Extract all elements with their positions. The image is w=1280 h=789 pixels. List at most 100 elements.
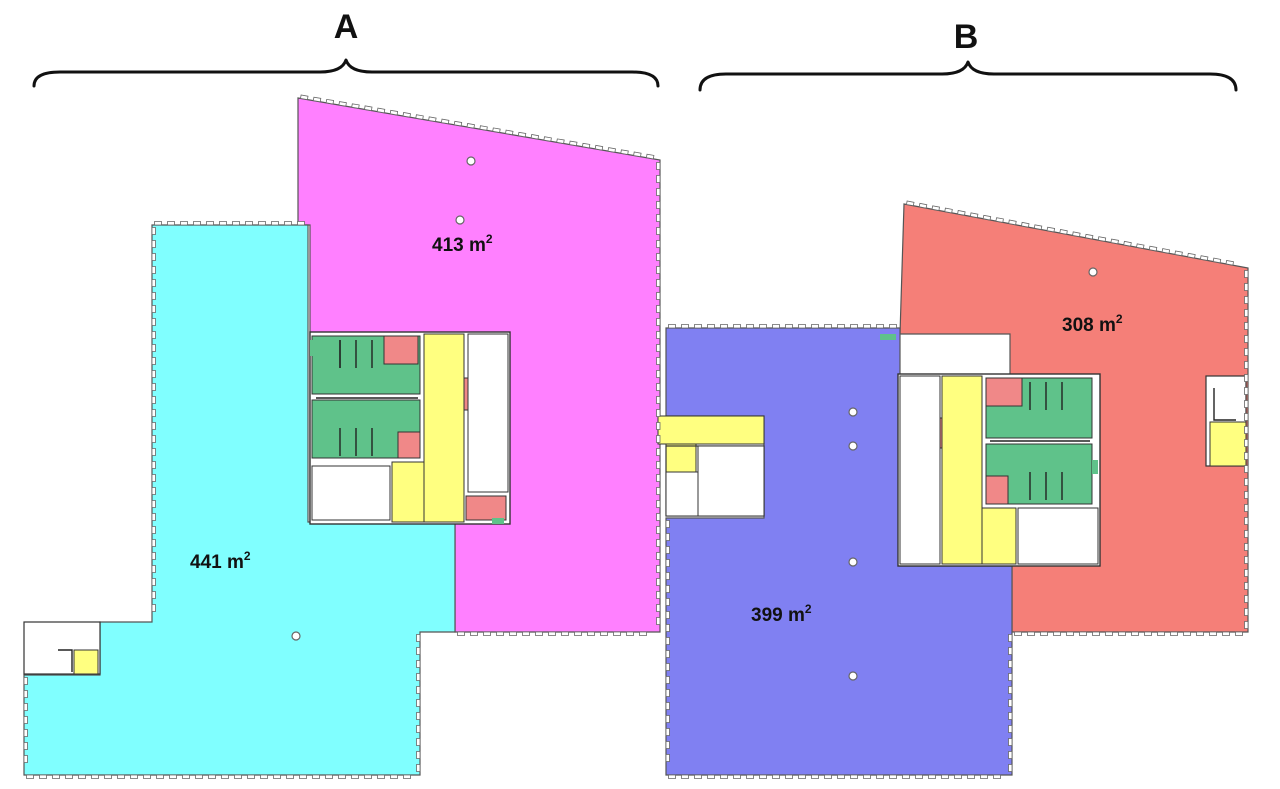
core-b-service-1 (985, 377, 1023, 407)
core-a-storage (467, 333, 509, 493)
facade-notch (1105, 631, 1113, 636)
facade-notch (889, 774, 897, 779)
facade-notch (151, 448, 156, 456)
facade-notch (522, 631, 530, 636)
facade-notch (260, 774, 268, 779)
facade-notch (154, 221, 162, 226)
facade-notch (837, 774, 845, 779)
facade-notch (798, 324, 806, 329)
facade-notch (389, 109, 399, 116)
facade-notch (837, 324, 845, 329)
facade-notch (1079, 631, 1087, 636)
facade-notch (733, 324, 741, 329)
facade-notch (151, 539, 156, 547)
facade-notch (338, 101, 347, 107)
facade-notch (151, 487, 156, 495)
facade-notch (656, 565, 661, 573)
facade-notch (415, 114, 424, 120)
facade-notch (23, 729, 28, 737)
facade-notch (811, 324, 819, 329)
facade-notch (195, 774, 203, 779)
facade-notch (1244, 465, 1249, 473)
facade-notch (364, 774, 372, 779)
facade-notch (1244, 270, 1249, 278)
facade-notch (1244, 374, 1249, 382)
facade-notch (759, 774, 767, 779)
facade-notch (1118, 631, 1126, 636)
facade-notch (1033, 224, 1043, 230)
facade-notch (297, 221, 305, 226)
facade-notch (656, 201, 661, 209)
facade-notch (52, 774, 60, 779)
facade-notch (1244, 504, 1249, 512)
facade-notch (130, 774, 138, 779)
core-a-lobby (391, 461, 425, 523)
facade-notch (1183, 631, 1191, 636)
facade-notch (530, 134, 540, 140)
core-a-service-1 (383, 335, 419, 365)
facade-notch (416, 712, 421, 720)
facade-notch (151, 318, 156, 326)
facade-notch (656, 396, 661, 404)
facade-notch (548, 631, 556, 636)
facade-notch (665, 637, 670, 645)
core-b (880, 334, 1101, 567)
facade-notch (656, 591, 661, 599)
facade-notch (440, 118, 450, 125)
facade-notch (416, 673, 421, 681)
facade-notch (1225, 260, 1234, 266)
zone-b-red-area-label: 308 m2 (1062, 312, 1123, 336)
facade-notch (1244, 361, 1249, 369)
facade-notch (169, 774, 177, 779)
facade-notch (65, 774, 73, 779)
facade-notch (208, 774, 216, 779)
facade-notch (151, 227, 156, 235)
connector-corridor (657, 415, 765, 445)
facade-notch (1136, 243, 1145, 249)
facade-notch (656, 292, 661, 300)
facade-notch (772, 774, 780, 779)
facade-notch (23, 677, 28, 685)
facade-notch (556, 138, 565, 144)
facade-notch (656, 227, 661, 235)
facade-notch (785, 324, 793, 329)
facade-notch (483, 631, 491, 636)
facade-notch (312, 96, 322, 103)
facade-notch (453, 120, 463, 127)
facade-notch (665, 572, 670, 580)
facade-notch (1008, 660, 1013, 668)
group-a-label: A (334, 8, 359, 46)
facade-notch (492, 127, 501, 133)
facade-notch (594, 144, 604, 151)
facade-notch (928, 774, 936, 779)
facade-notch (1244, 491, 1249, 499)
facade-notch (509, 631, 517, 636)
facade-notch (104, 774, 112, 779)
facade-notch (351, 774, 359, 779)
facade-notch (1199, 255, 1209, 261)
facade-notch (496, 631, 504, 636)
facade-notch (967, 774, 975, 779)
facade-notch (151, 357, 156, 365)
facade-notch (665, 611, 670, 619)
column (466, 156, 476, 166)
facade-notch (167, 221, 175, 226)
facade-notch (402, 112, 411, 118)
facade-notch (143, 774, 151, 779)
facade-notch (377, 774, 385, 779)
facade-notch (151, 474, 156, 482)
facade-notch (1008, 647, 1013, 655)
facade-notch (1008, 725, 1013, 733)
annex-b-stair (1209, 421, 1247, 467)
facade-notch (1244, 452, 1249, 460)
facade-notch (574, 631, 582, 636)
facade-notch (151, 422, 156, 430)
connector-stair (665, 443, 697, 473)
facade-notch (1244, 387, 1249, 395)
facade-notch (1066, 631, 1074, 636)
facade-notch (338, 774, 346, 779)
facade-notch (656, 305, 661, 313)
facade-notch (1131, 631, 1139, 636)
facade-notch (772, 324, 780, 329)
facade-notch (151, 396, 156, 404)
